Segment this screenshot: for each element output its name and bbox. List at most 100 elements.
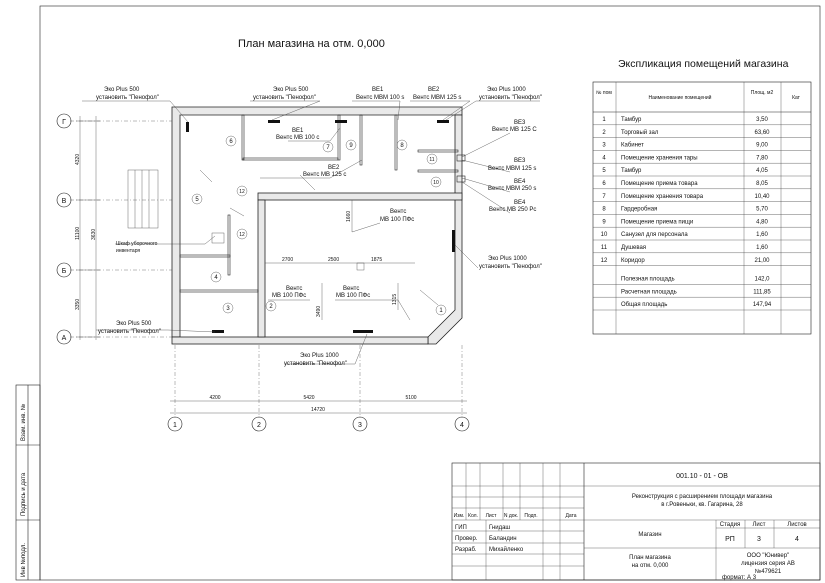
- room-number: 9: [349, 143, 353, 149]
- dimension-text: 14720: [311, 407, 325, 413]
- drawing-name: на отм. 0,000: [632, 563, 669, 569]
- room-number-cell: 3: [602, 143, 606, 149]
- room-name-cell: Тамбур: [621, 117, 642, 123]
- equipment-label: Вентс МВ 100 с: [276, 135, 319, 141]
- equipment-label: ВЕ4: [514, 179, 526, 185]
- room-number: 3: [226, 306, 230, 312]
- room-number-cell: 8: [602, 207, 606, 213]
- dimension-text: 2700: [282, 257, 293, 263]
- room-area-cell: 4,05: [756, 168, 768, 174]
- room-name-cell: Тамбур: [621, 168, 642, 174]
- equipment-label: Шкаф уборочного: [116, 241, 158, 247]
- room-markers: 1 2 3 4 5 6 7 8 9 10 11 12 12: [191, 135, 447, 316]
- axis-label: А: [62, 335, 67, 342]
- room-area-cell: 1,60: [756, 245, 768, 251]
- total-value: 142,0: [754, 277, 770, 283]
- dimension-text: 1660: [346, 211, 352, 222]
- table-header: № пом: [596, 90, 612, 96]
- role-title: ГИП: [455, 525, 467, 531]
- room-number: 2: [269, 304, 273, 310]
- dimension-text: 3630: [91, 229, 97, 240]
- room-number: 7: [326, 145, 330, 151]
- stage-value: РП: [725, 536, 735, 543]
- leader-lines: [82, 100, 540, 365]
- room-number-cell: 5: [602, 168, 606, 174]
- dimension-text: 3490: [316, 306, 322, 317]
- equipment-label: Вентс МВМ 125 s: [488, 166, 536, 172]
- equipment-label: установить "Пенофол": [98, 329, 161, 335]
- room-area-cell: 1,60: [756, 232, 768, 238]
- room-name-cell: Торговый зал: [621, 129, 659, 136]
- room-number-cell: 12: [601, 258, 608, 264]
- title-block: 001.10 - 01 - ОВ Реконструкция с расшире…: [451, 462, 821, 581]
- dimension-text: 11100: [75, 227, 81, 240]
- axis-label: 1: [173, 422, 177, 429]
- room-name-cell: Помещение приема пищи: [621, 219, 693, 225]
- stage-header: Стадия: [720, 522, 740, 528]
- equipment-label: МВ 100 ПФс: [380, 217, 414, 223]
- room-number-cell: 6: [602, 181, 606, 187]
- equipment-label: Вентс МВМ 100 s: [356, 95, 404, 101]
- room-name-cell: Коридор: [621, 258, 645, 264]
- dimension-text: 5100: [405, 395, 416, 401]
- room-number: 5: [195, 197, 199, 203]
- axis-label: Г: [62, 119, 66, 126]
- equipment-label: Вентс МВ 125 С: [492, 127, 537, 133]
- room-number: 6: [229, 139, 233, 145]
- room-area-cell: 5,70: [756, 207, 768, 213]
- equipment-label: ВЕ2: [328, 165, 340, 171]
- equipment-label: Эко Plus 500: [273, 87, 309, 93]
- role-person: Гнидаш: [489, 525, 510, 531]
- room-area-cell: 10,40: [754, 194, 770, 200]
- side-stamp-label: Инв №подл.: [20, 543, 27, 577]
- sheet-frame: [39, 5, 821, 581]
- organization: №479621: [755, 568, 782, 575]
- explication-title: Экспликация помещений магазина: [618, 58, 789, 70]
- equipment-label: Эко Plus 1000: [300, 353, 339, 359]
- equipment-label: МВ 100 ПФс: [336, 293, 370, 299]
- equipment-label: установить "Пенофол": [479, 264, 542, 270]
- room-number: 11: [429, 157, 434, 163]
- dimension-text: 1875: [371, 257, 382, 263]
- room-area-cell: 4,80: [756, 219, 768, 225]
- object-name: Магазин: [638, 532, 661, 538]
- equipment-label: инвентаря: [116, 248, 140, 254]
- equipment-label: ВЕ1: [292, 128, 304, 134]
- plan-title: План магазина на отм. 0,000: [238, 38, 385, 50]
- room-number: 12: [239, 232, 245, 238]
- stamp-col-header: Дата: [565, 513, 576, 519]
- role-person: Михайленко: [489, 546, 524, 553]
- equipment-label: Вентс: [343, 286, 359, 292]
- room-area-cell: 21,00: [754, 258, 770, 264]
- organization: лицензия серия АВ: [741, 561, 795, 567]
- equipment-label: установить "Пенофол": [479, 95, 542, 101]
- room-number-cell: 11: [601, 245, 608, 251]
- drawing-code: 001.10 - 01 - ОВ: [676, 473, 728, 480]
- interior-dimensions: 2700 2500 1875 1660 3490 1315: [265, 200, 415, 320]
- table-header: Наименование помещений: [649, 94, 712, 101]
- axis-lines: [70, 120, 463, 418]
- equipment-label: установить "Пенофол": [96, 95, 159, 101]
- equipment-labels: Эко Plus 500 установить "Пенофол" Эко Pl…: [96, 87, 542, 367]
- dimension-text: 1315: [392, 294, 398, 305]
- project-title: Реконструкция с расширением площади мага…: [632, 494, 773, 500]
- room-name-cell: Санузел для персонала: [621, 232, 688, 238]
- col-axis-markers: 1 2 3 4: [167, 416, 470, 432]
- room-name-cell: Душевая: [621, 245, 646, 251]
- equipment-label: Вентс: [286, 286, 302, 292]
- room-number-cell: 10: [601, 232, 608, 238]
- side-stamp-label: Подпись и дата: [21, 472, 27, 516]
- stamp-col-header: Подп.: [524, 513, 537, 519]
- room-number: 12: [239, 189, 245, 195]
- room-number-cell: 2: [602, 130, 606, 136]
- stamp-col-header: Кол.: [468, 513, 478, 519]
- stamp-col-header: Изм.: [454, 513, 465, 519]
- table-header: Площ. м2: [751, 90, 774, 96]
- role-title: Провер.: [455, 536, 478, 542]
- equipment-label: Вентс: [390, 209, 406, 215]
- role-title: Разраб.: [455, 547, 477, 553]
- room-number: 10: [433, 180, 439, 186]
- dimension-text: 5420: [303, 395, 314, 401]
- axis-label: 3: [358, 422, 362, 429]
- total-value: 147,94: [753, 302, 772, 308]
